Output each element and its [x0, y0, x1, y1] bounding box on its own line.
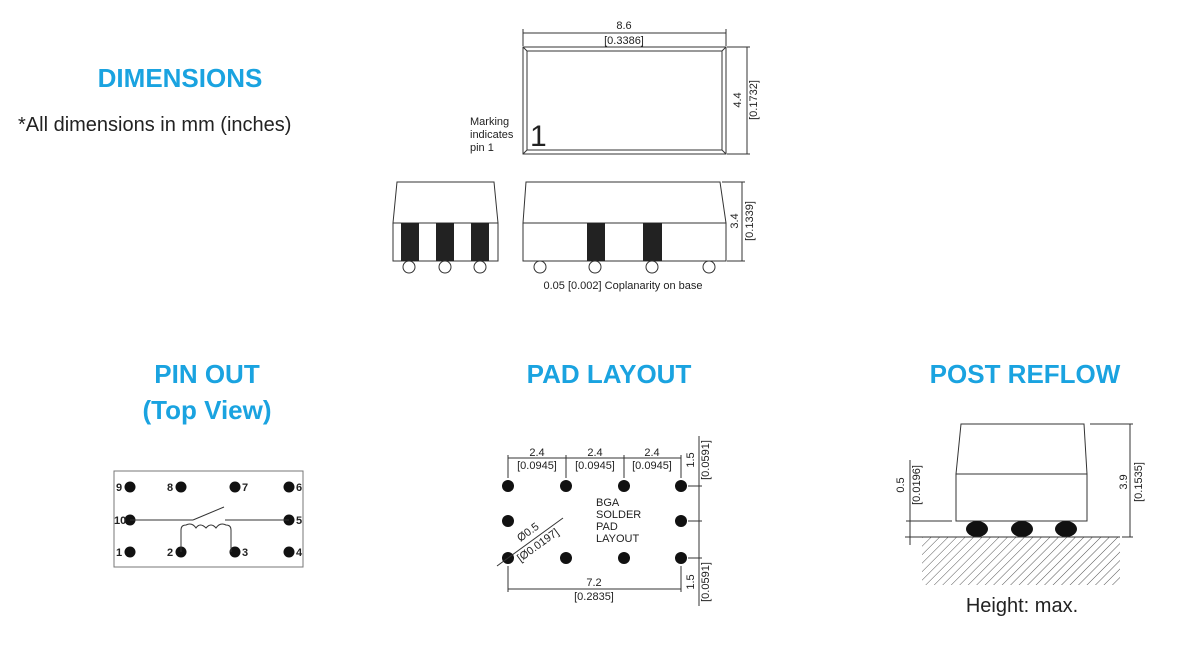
- svg-text:[0.1535]: [0.1535]: [1133, 462, 1145, 502]
- post-reflow-diagram: 3.9 [0.1535] 0.5 [0.0196] Height: max.: [895, 423, 1145, 617]
- svg-text:[0.1339]: [0.1339]: [744, 201, 756, 241]
- svg-text:0.5: 0.5: [895, 477, 907, 492]
- svg-text:3.9: 3.9: [1118, 474, 1130, 489]
- svg-text:[0.0945]: [0.0945]: [575, 460, 615, 472]
- svg-text:BGA: BGA: [596, 497, 620, 509]
- svg-text:Marking: Marking: [470, 116, 509, 128]
- svg-text:[0.0591]: [0.0591]: [700, 562, 712, 602]
- dimensions-note: *All dimensions in mm (inches): [18, 114, 291, 136]
- svg-text:2.4: 2.4: [587, 447, 602, 459]
- pinout-title: PIN OUT: [154, 359, 260, 389]
- svg-text:[0.0196]: [0.0196]: [911, 465, 923, 505]
- svg-text:pin 1: pin 1: [470, 142, 494, 154]
- svg-text:8: 8: [167, 482, 173, 494]
- svg-text:6: 6: [296, 482, 302, 494]
- svg-text:4.4: 4.4: [732, 92, 744, 107]
- pad-layout-title: PAD LAYOUT: [527, 359, 692, 389]
- svg-text:[0.3386]: [0.3386]: [604, 35, 644, 47]
- svg-text:5: 5: [296, 515, 302, 527]
- svg-text:PAD: PAD: [596, 521, 618, 533]
- svg-text:2: 2: [167, 547, 173, 559]
- side-view: 3.4 [0.1339] 0.05 [0.002] Coplanarity on…: [522, 181, 756, 292]
- post-reflow-title: POST REFLOW: [930, 359, 1121, 389]
- svg-text:[0.2835]: [0.2835]: [574, 591, 614, 603]
- svg-text:2.4: 2.4: [529, 447, 544, 459]
- pinout-subtitle: (Top View): [142, 395, 271, 425]
- svg-text:SOLDER: SOLDER: [596, 509, 641, 521]
- svg-text:4: 4: [296, 547, 303, 559]
- svg-text:1.5: 1.5: [685, 452, 697, 467]
- svg-text:[0.0591]: [0.0591]: [700, 440, 712, 480]
- pad-layout-diagram: 2.4 [0.0945] 2.4 [0.0945] 2.4 [0.0945] 1…: [496, 436, 712, 606]
- svg-text:7.2: 7.2: [586, 577, 601, 589]
- svg-text:1.5: 1.5: [685, 574, 697, 589]
- pinout-diagram: 9 8 7 6 10 5 1 2 3 4: [113, 470, 304, 568]
- svg-text:[0.0945]: [0.0945]: [632, 460, 672, 472]
- svg-text:8.6: 8.6: [616, 20, 631, 32]
- svg-text:[0.1732]: [0.1732]: [748, 80, 760, 120]
- svg-text:1: 1: [116, 547, 122, 559]
- svg-text:Height: max.: Height: max.: [966, 595, 1078, 617]
- svg-text:indicates: indicates: [470, 129, 514, 141]
- svg-text:9: 9: [116, 482, 122, 494]
- svg-text:3: 3: [242, 547, 248, 559]
- svg-text:7: 7: [242, 482, 248, 494]
- svg-text:2.4: 2.4: [644, 447, 659, 459]
- svg-text:3.4: 3.4: [729, 213, 741, 228]
- svg-text:10: 10: [114, 515, 126, 527]
- svg-text:[0.0945]: [0.0945]: [517, 460, 557, 472]
- svg-text:LAYOUT: LAYOUT: [596, 533, 639, 545]
- top-view: 8.6 [0.3386] 4.4 [0.1732] Marking indica…: [470, 20, 760, 155]
- end-view: [392, 181, 499, 274]
- dimensions-title: DIMENSIONS: [98, 63, 263, 93]
- svg-text:0.05 [0.002] Coplanarity on ba: 0.05 [0.002] Coplanarity on base: [543, 280, 702, 292]
- pin1-marking: 1: [530, 120, 547, 153]
